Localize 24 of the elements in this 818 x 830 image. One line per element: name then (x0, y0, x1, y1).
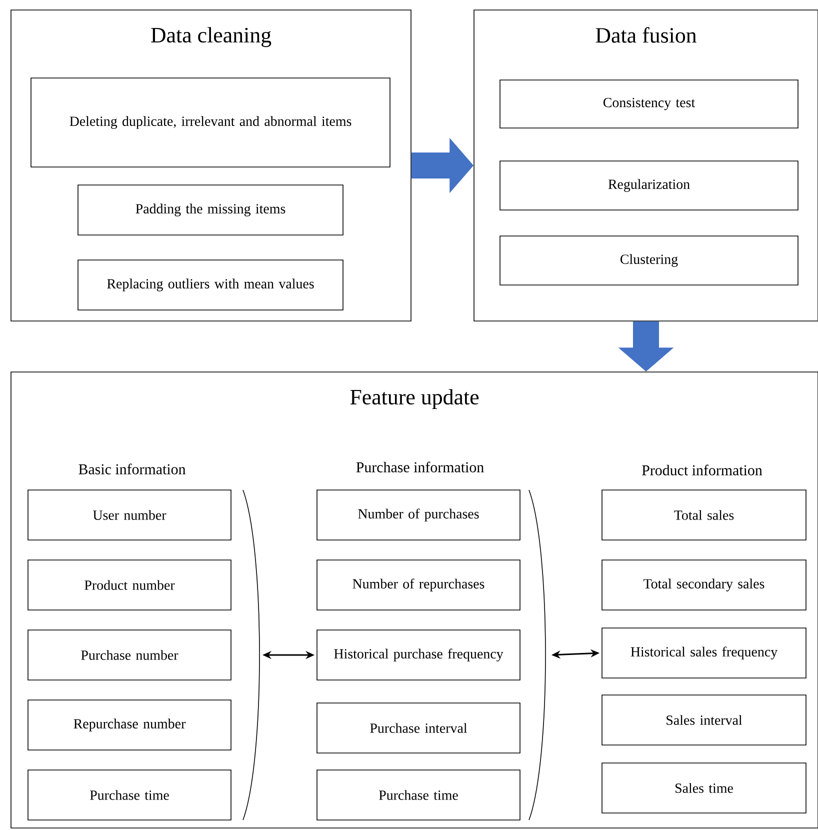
text-box: Regularization (500, 160, 798, 210)
text-box: Number of purchases (316, 490, 520, 540)
text-box: Purchase interval (316, 702, 520, 754)
text-box: User number (28, 490, 232, 540)
text-box: Clustering (500, 236, 798, 286)
text-box: Sales time (602, 762, 806, 814)
text-box: Purchase time (316, 770, 520, 820)
text-box: Purchase time (28, 770, 232, 820)
text-box: Padding the missing items (78, 184, 344, 236)
column-heading: Purchase information (356, 462, 484, 472)
text-box: Historical sales frequency (602, 628, 806, 678)
text-box: Purchase number (28, 630, 232, 680)
column-heading: Basic information (78, 464, 186, 474)
text-box: Deleting duplicate, irrelevant and abnormal items (30, 78, 390, 168)
text-box: Consistency test (500, 80, 798, 128)
text-box: Sales interval (602, 694, 806, 746)
text-box: Total sales (602, 490, 806, 540)
text-box: Total secondary sales (602, 560, 806, 610)
text-box: Product number (28, 560, 232, 610)
text-box: Number of repurchases (316, 560, 520, 610)
text-box: Replacing outliers with mean values (78, 260, 344, 310)
text-box: Historical purchase frequency (316, 630, 520, 680)
column-heading: Product information (642, 464, 762, 476)
text-box: Repurchase number (28, 700, 232, 750)
